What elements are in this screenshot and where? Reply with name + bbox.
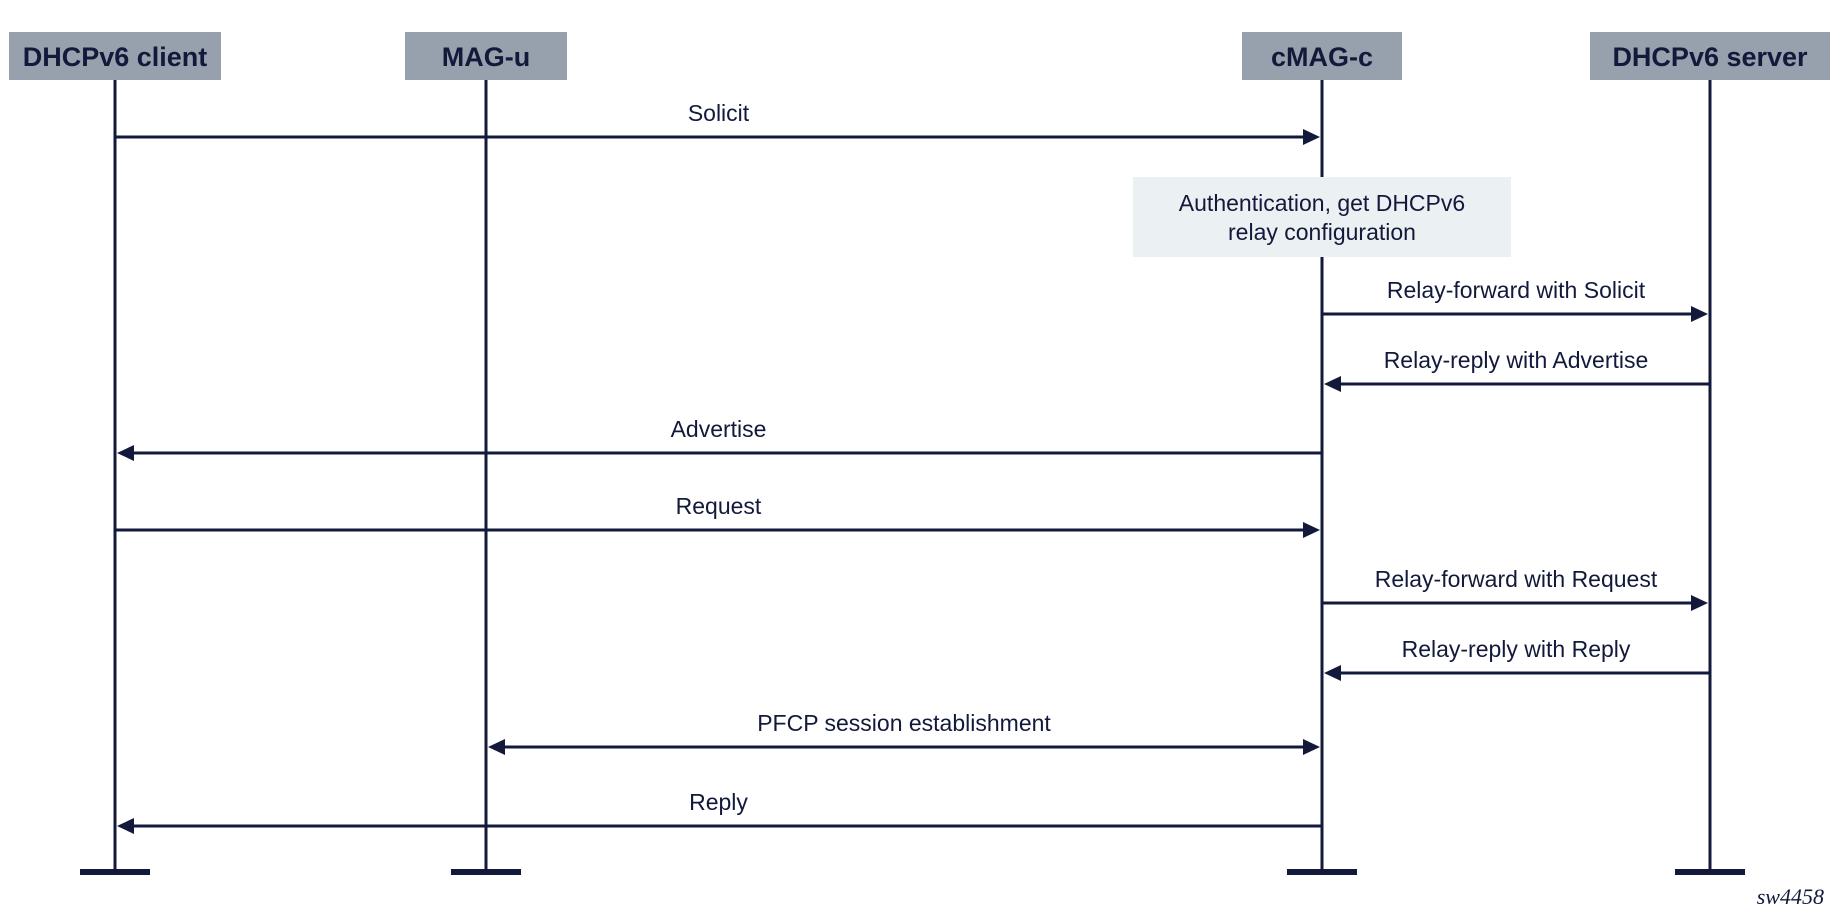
message-arrowhead-start <box>488 739 505 755</box>
participant-label-magu: MAG-u <box>442 42 530 72</box>
message-label: PFCP session establishment <box>757 710 1051 736</box>
message-label: Reply <box>689 789 748 815</box>
message-arrowhead <box>117 445 134 461</box>
message-arrowhead <box>117 818 134 834</box>
participant-box-client <box>9 32 221 80</box>
message: Relay-reply with Advertise <box>1324 347 1710 392</box>
message-label: Relay-forward with Request <box>1375 566 1658 592</box>
message-arrowhead <box>1303 739 1320 755</box>
message-arrowhead <box>1691 595 1708 611</box>
participant-headers: DHCPv6 client MAG-u cMAG-c DHCPv6 server <box>9 32 1830 80</box>
participant-label-cmagc: cMAG-c <box>1271 42 1373 72</box>
message-label: Relay-reply with Advertise <box>1384 347 1649 373</box>
note-box <box>1133 177 1511 257</box>
message-arrowhead <box>1324 665 1341 681</box>
participant-label-server: DHCPv6 server <box>1612 42 1808 72</box>
message: PFCP session establishment <box>488 710 1320 755</box>
message: Solicit <box>115 100 1320 145</box>
message-label: Request <box>676 493 762 519</box>
message: Relay-reply with Reply <box>1324 636 1710 681</box>
message: Relay-forward with Request <box>1322 566 1708 611</box>
figure-id: sw4458 <box>1757 884 1824 909</box>
message-label: Relay-reply with Reply <box>1402 636 1631 662</box>
message: Request <box>115 493 1320 538</box>
participant-box-magu <box>405 32 567 80</box>
message: Advertise <box>117 416 1322 461</box>
message-label: Relay-forward with Solicit <box>1387 277 1646 303</box>
message-label: Solicit <box>688 100 750 126</box>
message-arrowhead <box>1691 306 1708 322</box>
note-line-1: Authentication, get DHCPv6 <box>1179 190 1465 216</box>
participant-box-server <box>1590 32 1830 80</box>
note-group: Authentication, get DHCPv6 relay configu… <box>1133 177 1511 257</box>
message-arrowhead <box>1324 376 1341 392</box>
message-arrowhead <box>1303 129 1320 145</box>
note-line-2: relay configuration <box>1228 219 1416 245</box>
message-label: Advertise <box>671 416 767 442</box>
message: Relay-forward with Solicit <box>1322 277 1708 322</box>
message: Reply <box>117 789 1322 834</box>
participant-box-cmagc <box>1242 32 1402 80</box>
message-arrowhead <box>1303 522 1320 538</box>
participant-label-client: DHCPv6 client <box>23 42 208 72</box>
